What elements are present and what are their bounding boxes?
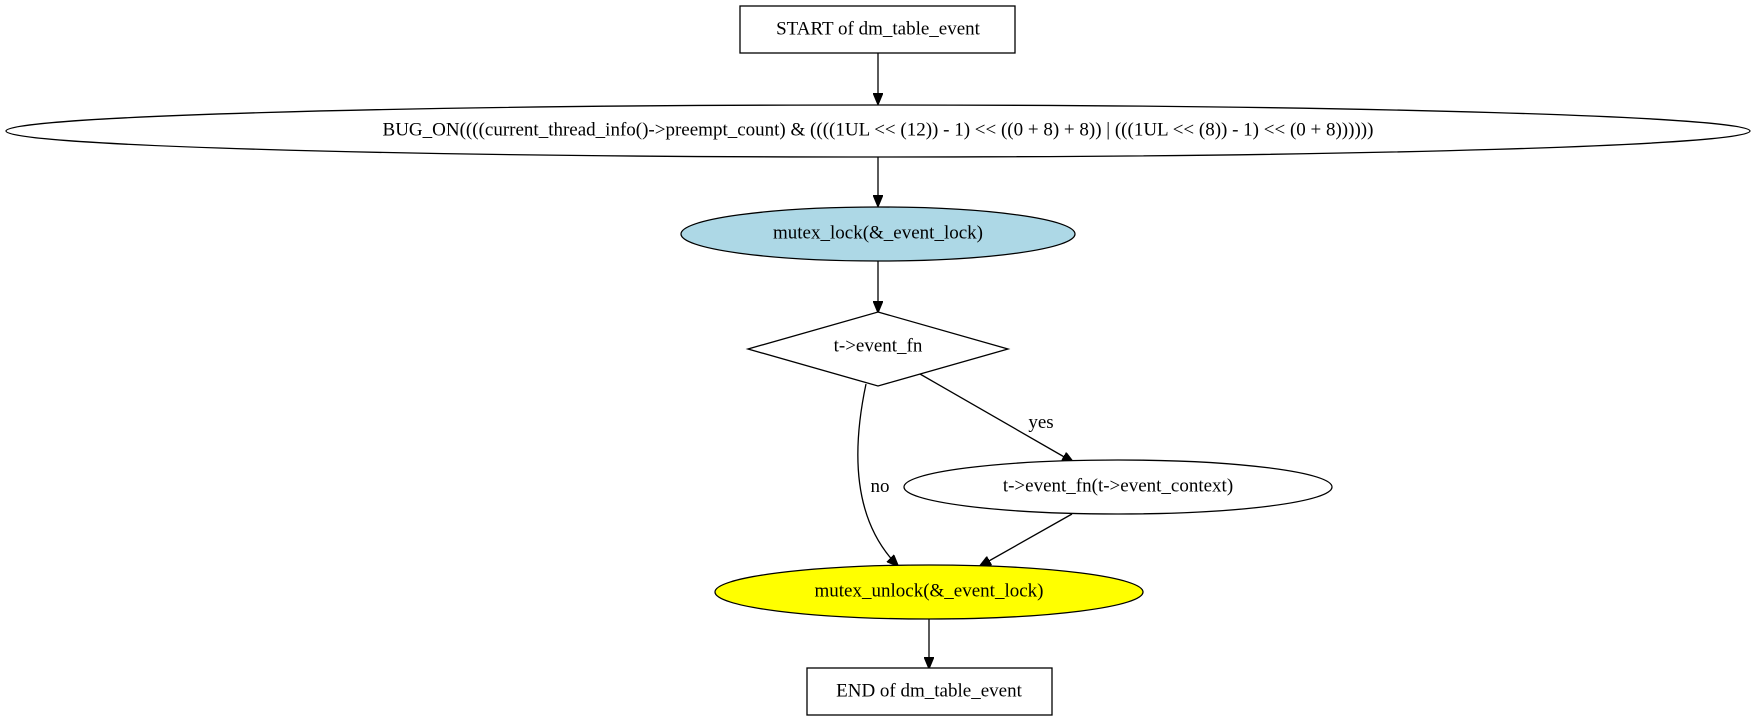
edge-condition-to-unlock-no xyxy=(857,383,898,566)
bug-on-ellipse xyxy=(5,104,1751,158)
edge-condition-to-call-yes xyxy=(919,373,1073,462)
mutex-lock-label: mutex_lock(&_event_lock) xyxy=(773,222,983,243)
bug-on-label: BUG_ON((((current_thread_info()->preempt… xyxy=(383,119,1374,140)
node-condition: t->event_fn xyxy=(745,311,1011,387)
edges xyxy=(857,53,1073,668)
node-mutex-lock: mutex_lock(&_event_lock) xyxy=(680,206,1076,262)
mutex-lock-ellipse xyxy=(680,206,1076,262)
mutex-unlock-ellipse xyxy=(714,564,1144,620)
node-bug-on: BUG_ON((((current_thread_info()->preempt… xyxy=(5,104,1751,158)
node-call-event-fn: t->event_fn(t->event_context) xyxy=(903,459,1333,515)
start-box xyxy=(739,5,1016,54)
mutex-unlock-label: mutex_unlock(&_event_lock) xyxy=(815,580,1044,601)
edge-label-yes: yes xyxy=(1028,412,1053,433)
end-box xyxy=(806,667,1053,716)
start-label: START of dm_table_event xyxy=(776,18,981,39)
edge-call-to-unlock xyxy=(980,513,1073,566)
condition-label: t->event_fn xyxy=(834,335,923,356)
call-event-fn-ellipse xyxy=(903,459,1333,515)
condition-diamond xyxy=(745,311,1011,387)
call-event-fn-label: t->event_fn(t->event_context) xyxy=(1003,475,1233,496)
node-mutex-unlock: mutex_unlock(&_event_lock) xyxy=(714,564,1144,620)
node-start: START of dm_table_event xyxy=(739,5,1016,54)
node-end: END of dm_table_event xyxy=(806,667,1053,716)
end-label: END of dm_table_event xyxy=(836,680,1022,701)
edge-label-no: no xyxy=(871,476,890,497)
